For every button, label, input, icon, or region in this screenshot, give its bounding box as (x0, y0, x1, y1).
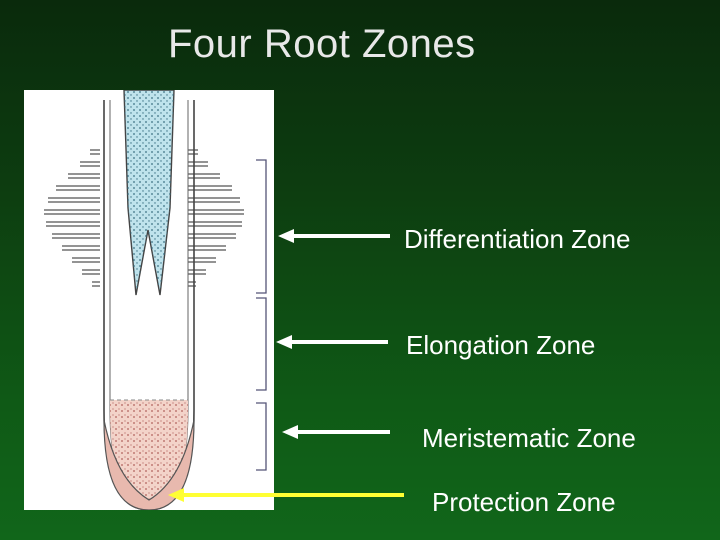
label-protection-zone: Protection Zone (432, 487, 616, 517)
root-diagram (24, 90, 274, 510)
slide-title: Four Root Zones (168, 22, 476, 66)
zone-brackets (256, 159, 267, 471)
root-hairs-left (44, 149, 100, 287)
label-differentiation-zone: Differentiation Zone (404, 224, 631, 254)
root-hairs-right (188, 149, 244, 287)
root-cap (103, 419, 195, 510)
label-meristematic-zone: Meristematic Zone (422, 423, 636, 453)
arrow-protection (168, 488, 404, 502)
arrow-elongation (276, 335, 388, 349)
arrow-meristematic (282, 425, 390, 439)
arrow-differentiation (278, 229, 390, 243)
root-cross-section-illustration (44, 90, 267, 510)
label-elongation-zone: Elongation Zone (406, 330, 596, 360)
